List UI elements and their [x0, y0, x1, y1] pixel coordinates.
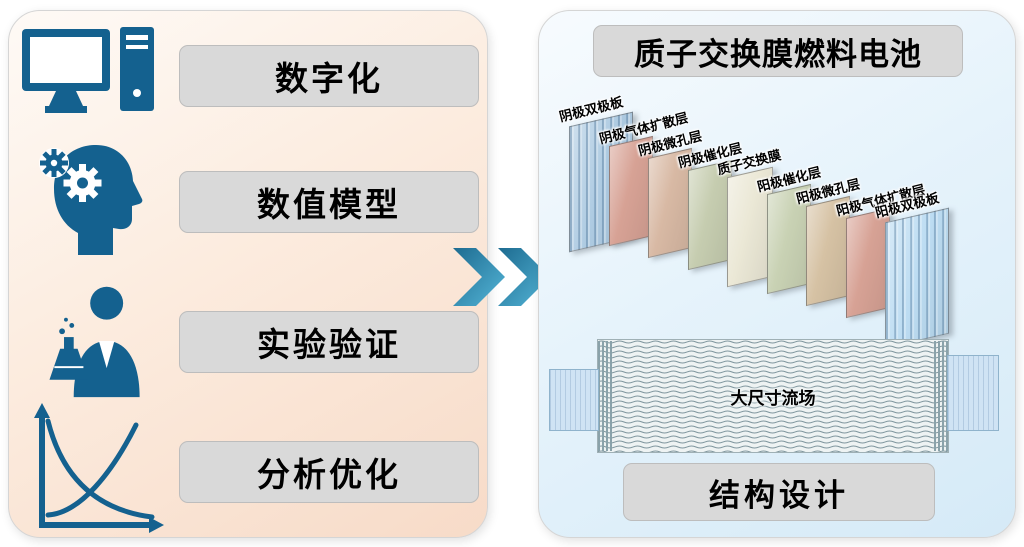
- mea-stack: 阴极双极板阴极气体扩散层阴极微孔层阴极催化层质子交换膜阳极催化层阳极微孔层阳极气…: [539, 11, 1017, 351]
- fuel-cell-panel: 质子交换膜燃料电池 阴极双极板阴极气体扩散层阴极微孔层阴极催化层质子交换膜阳极催…: [538, 10, 1016, 538]
- head-gears-icon: [39, 145, 143, 255]
- step-label-experimental-validation: 实验验证: [179, 311, 479, 373]
- scientist-flask-icon: [49, 286, 140, 398]
- flow-field-texture: [597, 339, 949, 453]
- step-label-numerical-model: 数值模型: [179, 171, 479, 233]
- flow-field-end-tab-left: [549, 369, 599, 431]
- curves-chart-icon: [34, 403, 164, 533]
- flow-field-label: 大尺寸流场: [730, 388, 816, 408]
- step-label-analysis-optimization: 分析优化: [179, 441, 479, 503]
- structural-design-label: 结构设计: [623, 463, 935, 521]
- flow-field-end-tab-right: [947, 355, 999, 431]
- stack-plate: [845, 207, 890, 319]
- stack-plate: [885, 207, 949, 349]
- step-label-digitization: 数字化: [179, 45, 479, 107]
- flow-field: 大尺寸流场: [597, 339, 949, 453]
- fuel-cell-title: 质子交换膜燃料电池: [593, 25, 963, 77]
- computer-icon: [22, 27, 154, 113]
- workflow-panel: 数字化 数值模型 实验验证 分析优化: [8, 10, 488, 538]
